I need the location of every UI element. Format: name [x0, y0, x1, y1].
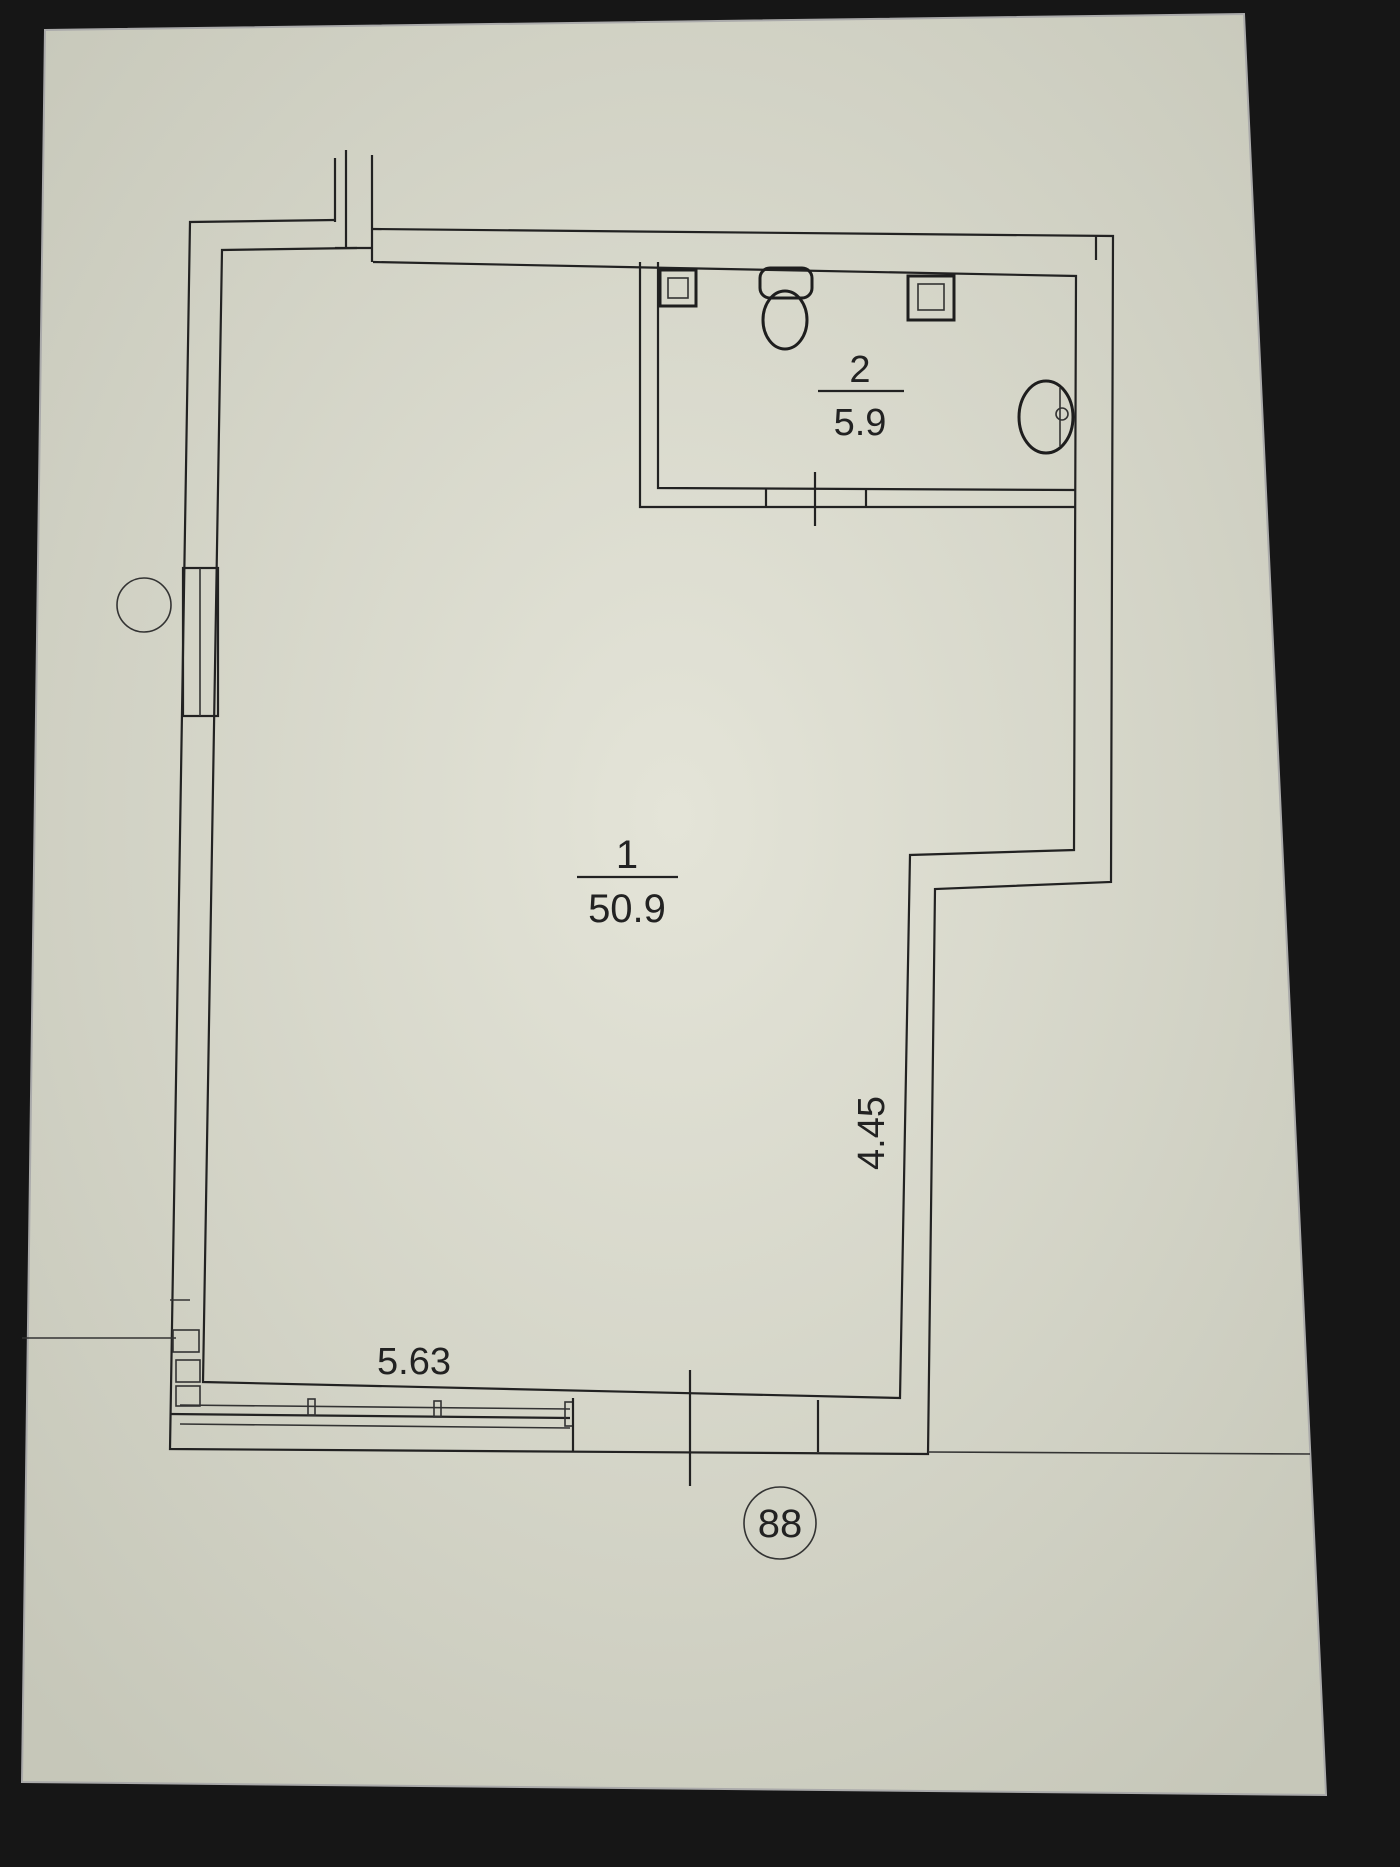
- sink-right-icon: [906, 274, 956, 322]
- room-2-area: 5.9: [834, 402, 887, 444]
- axis-marker-label: 88: [758, 1502, 803, 1546]
- dimension-right-height: 4.45: [851, 1096, 893, 1170]
- room-1-number: 1: [616, 833, 638, 877]
- bathroom: [638, 262, 1077, 526]
- paper-sheet: [20, 12, 1328, 1797]
- room-2-number: 2: [849, 349, 870, 391]
- inner-wall-line: [201, 246, 1078, 1400]
- shower-tub-icon: [1017, 379, 1075, 455]
- toilet-icon: [758, 266, 814, 351]
- outer-wall-line: [168, 218, 1115, 1456]
- axis-line-bottom: [927, 1451, 1311, 1455]
- dimension-bottom-width: 5.63: [377, 1341, 451, 1383]
- axis-marker-circle: [743, 1486, 817, 1560]
- left-marker-circle: [116, 577, 172, 633]
- room-1-area: 50.9: [588, 887, 666, 931]
- sink-left-icon: [658, 268, 698, 308]
- walls: [22, 150, 1311, 1456]
